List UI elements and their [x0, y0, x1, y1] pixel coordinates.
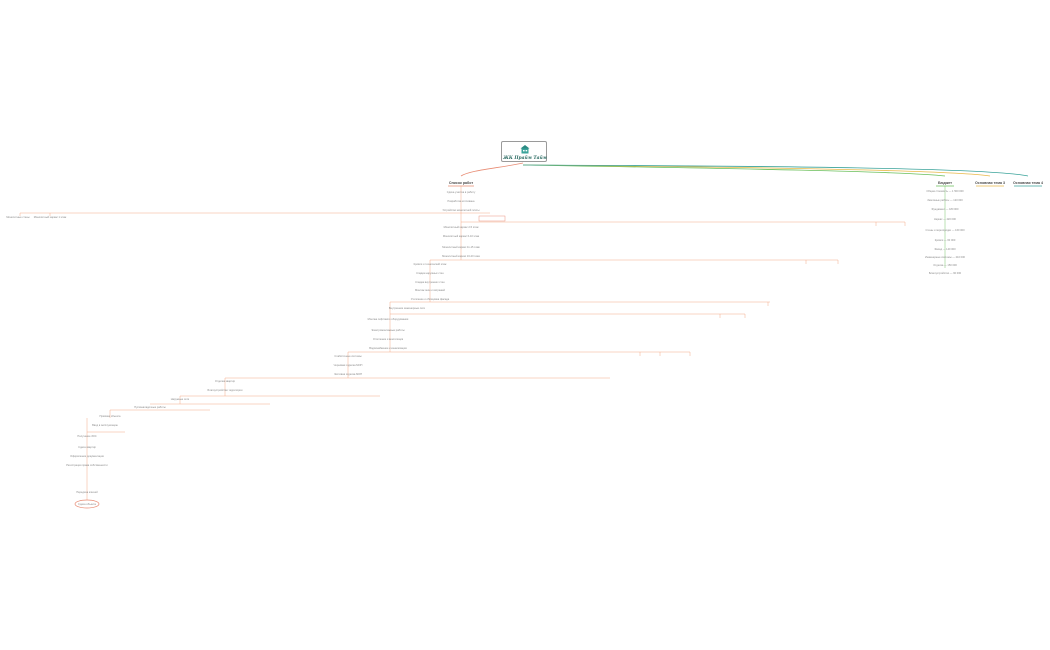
work-item[interactable]: Монолитный каркас 11-15 этаж — [442, 245, 480, 249]
branch-works-title[interactable]: Список работ — [449, 181, 473, 185]
work-item[interactable]: Монолитный каркас 1 этаж — [34, 215, 67, 219]
work-item[interactable]: Отопление и вентиляция — [373, 337, 404, 341]
work-item[interactable]: Устройство монолитной плиты — [443, 208, 480, 212]
work-item[interactable]: Разработка котлована — [448, 199, 475, 203]
work-item[interactable]: Регистрация права собственности — [66, 463, 108, 467]
work-item[interactable]: Сдача участка в работу — [447, 190, 476, 194]
work-item[interactable]: Сдача квартир — [78, 445, 96, 449]
work-item[interactable]: Благоустройство территории — [208, 388, 243, 392]
work-item[interactable]: Монолитный каркас 16-20 этаж — [442, 254, 480, 258]
work-item[interactable]: Кладка внутренних стен — [415, 280, 445, 284]
branch-topic-4-title[interactable]: Основная тема 4 — [1013, 181, 1043, 185]
budget-item[interactable]: Инженерные системы — 210 000 — [925, 255, 966, 259]
work-item[interactable]: Внутренние инженерные сети — [389, 306, 426, 310]
budget-item[interactable]: Земляные работы — 120 000 — [927, 198, 963, 202]
work-item[interactable]: Наружные сети — [171, 397, 190, 401]
work-item[interactable]: Монолитный каркас 6-10 этаж — [443, 234, 480, 238]
main-branch-connectors — [460, 162, 1029, 177]
final-node-label[interactable]: Сдача объекта — [78, 502, 97, 506]
work-item[interactable]: Передача ключей — [76, 490, 98, 494]
work-item[interactable]: Утепление и облицовка фасада — [411, 297, 450, 301]
work-item[interactable]: Ввод в эксплуатацию — [92, 423, 118, 427]
work-item[interactable]: Монолитный каркас 2-5 этаж — [444, 225, 479, 229]
work-item[interactable]: Монолитные стены — [6, 215, 29, 219]
work-item[interactable]: Кровля и технический этаж — [414, 262, 447, 266]
work-item[interactable]: Оформление документации — [70, 454, 104, 458]
root-title: ЖК Прайм Тайм — [502, 155, 547, 161]
work-item[interactable]: Электромонтажные работы — [371, 328, 404, 332]
work-item[interactable]: Получение ЗОС — [77, 434, 96, 438]
budget-item[interactable]: Благоустройство — 60 000 — [929, 271, 962, 275]
branch-topic-3-title[interactable]: Основная тема 3 — [975, 181, 1005, 185]
budget-item[interactable]: Общая стоимость — 1 500 000 — [926, 189, 964, 193]
work-item[interactable]: Черновая отделка МОП — [334, 363, 363, 367]
budget-item[interactable]: Фасад — 140 000 — [934, 247, 956, 251]
budget-item[interactable]: Кровля — 60 000 — [935, 238, 956, 242]
work-tree-connectors — [19, 186, 906, 500]
work-item[interactable]: Монтаж лифтового оборудования — [368, 317, 409, 321]
branch-budget-title[interactable]: Бюджет — [938, 181, 952, 185]
budget-item[interactable]: Стены и перегородки — 160 000 — [925, 228, 965, 232]
budget-item[interactable]: Фундамент — 180 000 — [932, 207, 959, 211]
work-item[interactable]: Приёмка объекта — [99, 414, 121, 418]
work-item[interactable]: Пусконаладочные работы — [134, 405, 166, 409]
work-item[interactable]: Водоснабжение и канализация — [369, 346, 407, 350]
work-item[interactable]: Кладка наружных стен — [416, 271, 444, 275]
budget-item[interactable]: Каркас — 420 000 — [934, 217, 956, 221]
work-item[interactable]: Отделка квартир — [215, 379, 236, 383]
work-item[interactable]: Чистовая отделка МОП — [334, 372, 362, 376]
work-item[interactable]: Слаботочные системы — [334, 354, 361, 358]
house-logo-icon — [520, 145, 530, 154]
final-node-outline — [74, 499, 100, 509]
work-item[interactable]: Монтаж окон и витражей — [415, 288, 446, 292]
budget-item[interactable]: Отделка — 150 000 — [933, 263, 957, 267]
